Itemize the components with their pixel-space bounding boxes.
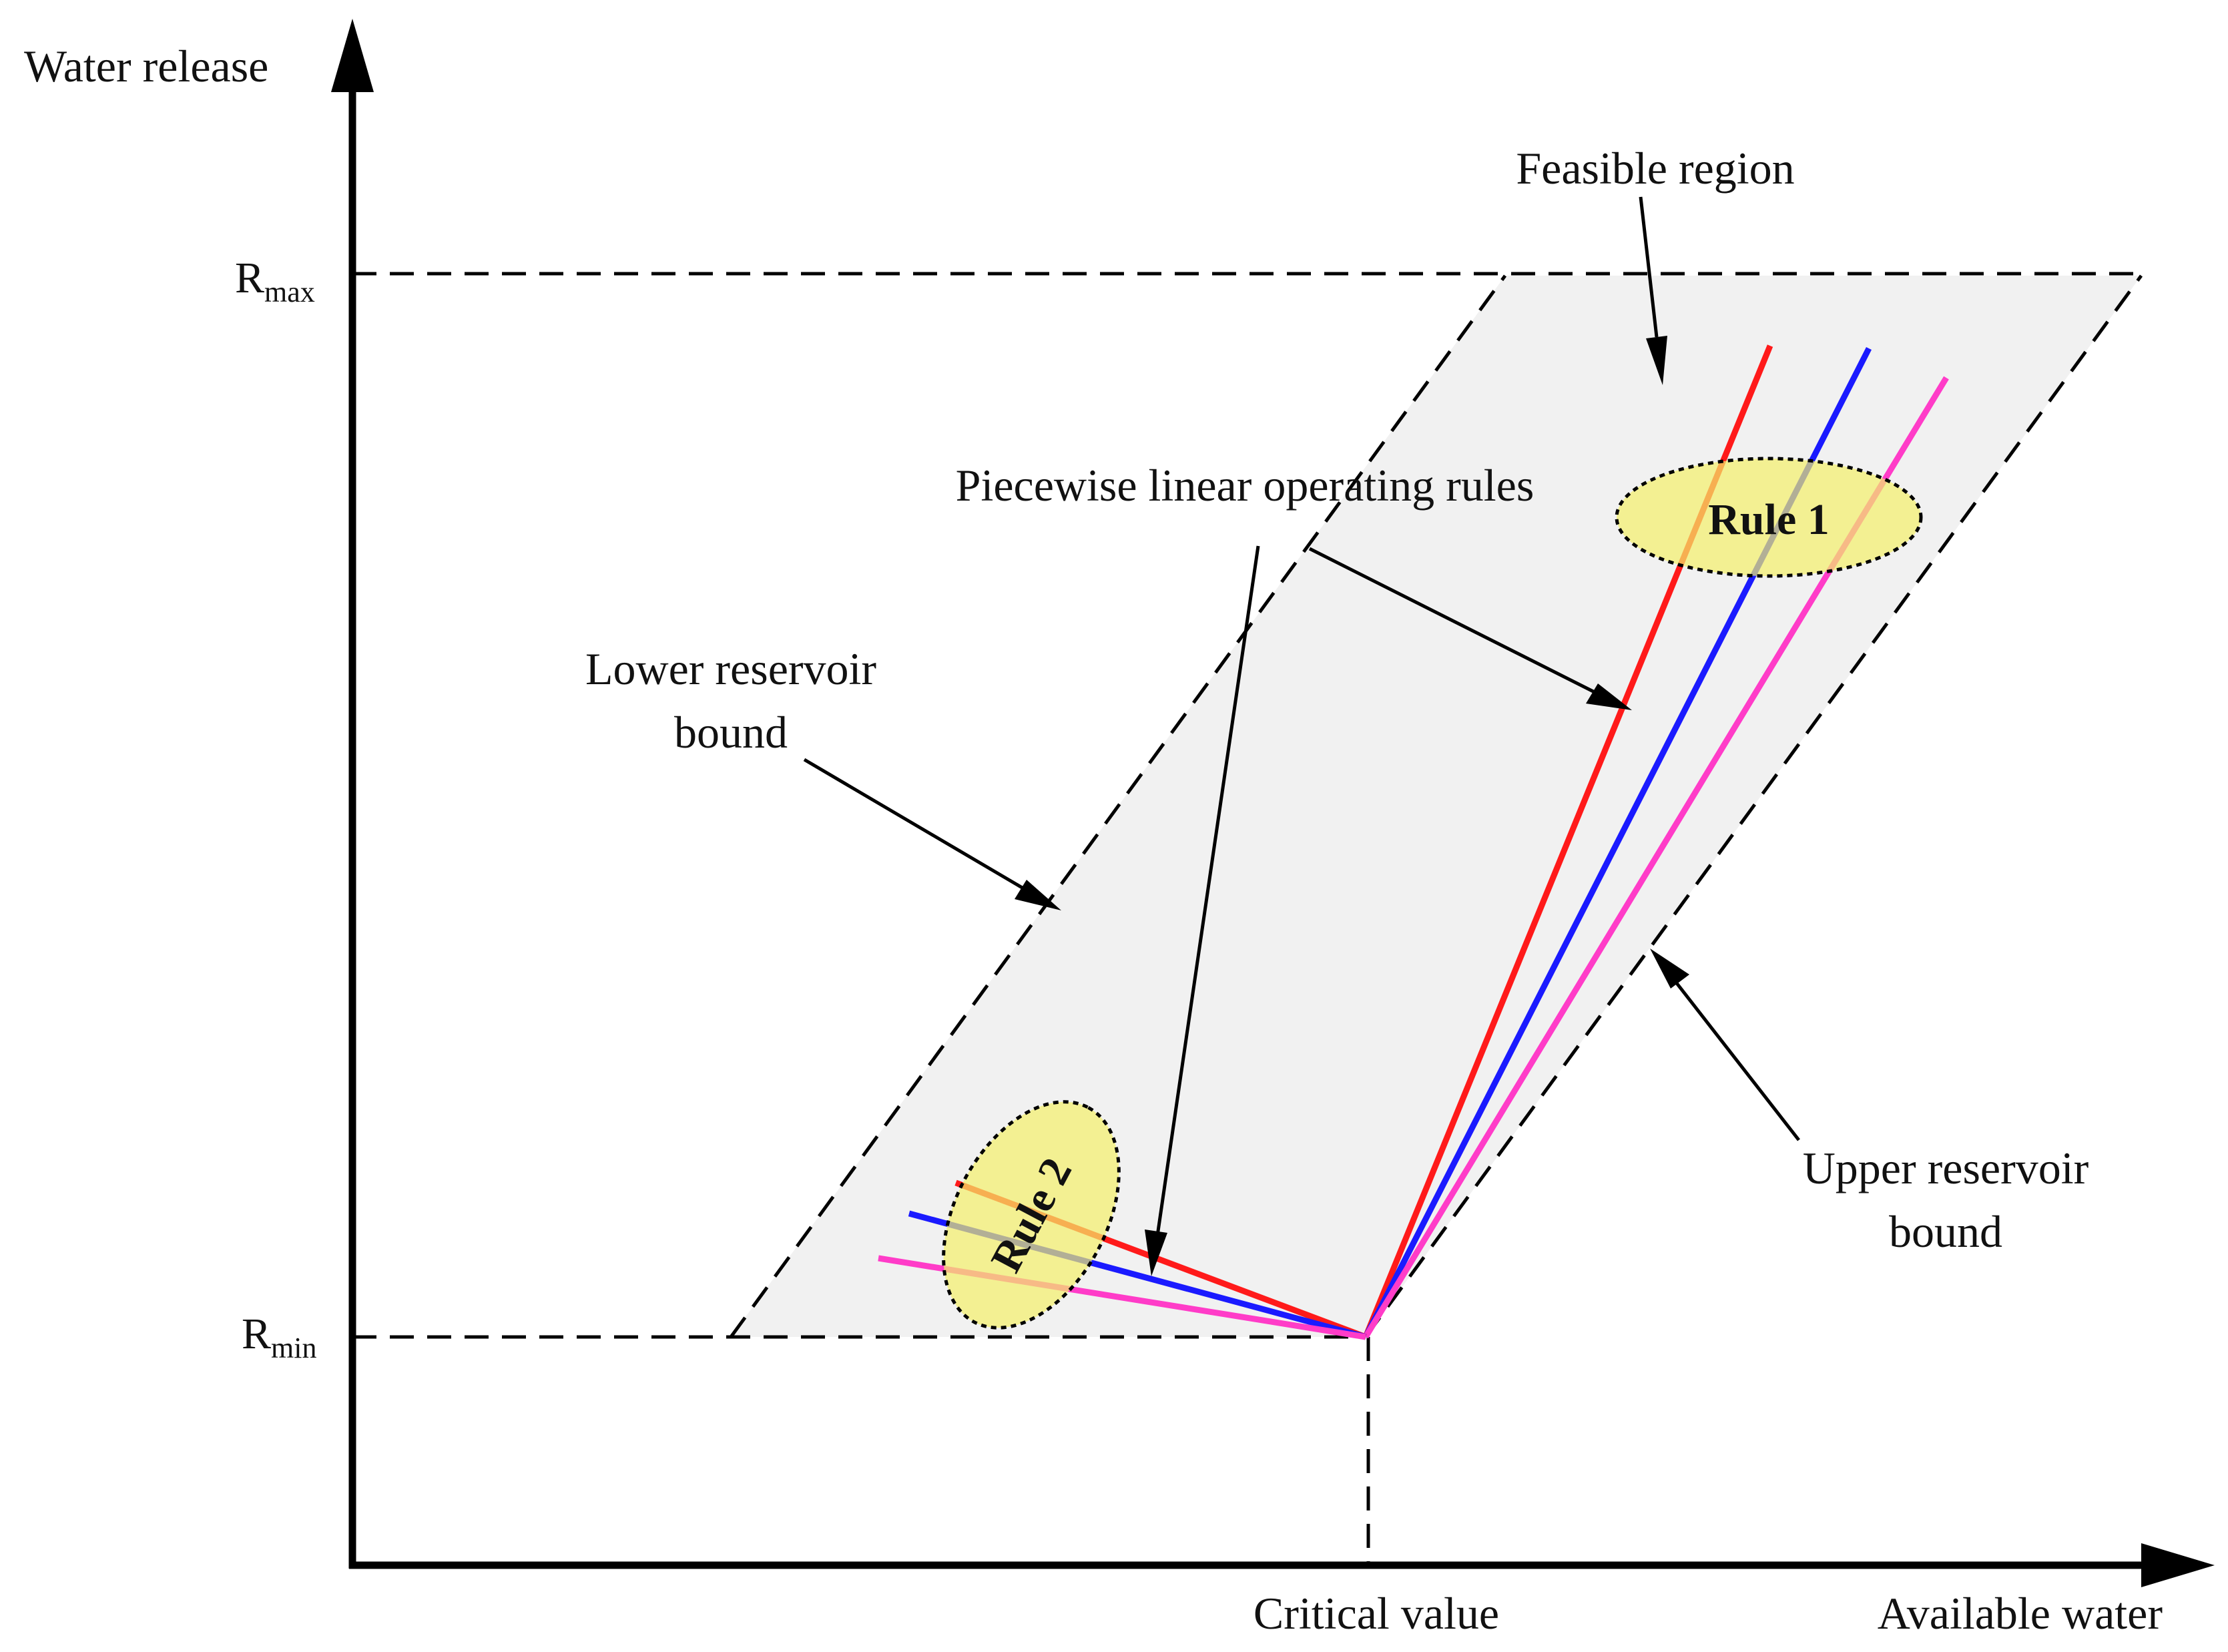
upper-bound-arrowhead — [1650, 948, 1689, 989]
x-axis-arrowhead — [2141, 1543, 2215, 1587]
rmin-label-main: R — [242, 1310, 271, 1358]
rules-arrow-right — [1308, 547, 1607, 700]
rules-arrow-left — [1154, 545, 1260, 1246]
lower-bound-arrow — [803, 758, 1037, 898]
piecewise-rules-label: Piecewise linear operating rules — [956, 460, 1535, 511]
lower-bound-arrowhead — [1015, 880, 1061, 910]
feasible-region-arrow — [1639, 196, 1659, 338]
rmin-label: Rmin — [242, 1310, 316, 1364]
rules-left-arrowhead — [1145, 1229, 1167, 1276]
guide-lines — [352, 272, 2144, 1565]
feasible-region-label: Feasible region — [1516, 143, 1794, 194]
upper-bound-label-line2: bound — [1889, 1206, 2002, 1257]
rmax-label-sub: max — [264, 276, 315, 308]
lower-bound-label-line2: bound — [674, 707, 788, 758]
rule1-ellipse — [1615, 457, 1923, 578]
rule1-label: Rule 1 — [1708, 495, 1830, 544]
rmax-label: Rmax — [235, 254, 315, 308]
rule2-ellipse — [942, 1100, 1121, 1330]
y-axis-title: Water release — [24, 41, 268, 91]
annotation-arrowheads — [1015, 336, 1689, 1276]
annotation-arrows — [803, 196, 1800, 1246]
rmin-label-sub: min — [271, 1332, 316, 1364]
x-axis-title: Available water — [1878, 1588, 2163, 1639]
y-axis-arrowhead — [331, 19, 374, 92]
upper-bound-label-line1: Upper reservoir — [1803, 1143, 2089, 1193]
upper-reservoir-bound-line — [1364, 274, 2143, 1338]
rules-right-arrowhead — [1586, 683, 1632, 710]
rule1-callout: Rule 1 — [1615, 457, 1923, 578]
lower-bound-label-line1: Lower reservoir — [585, 643, 876, 694]
feasible-region-arrowhead — [1646, 336, 1667, 385]
axes — [331, 19, 2215, 1587]
critical-value-label: Critical value — [1254, 1588, 1499, 1639]
rule2-callout: Rule 2 — [942, 1100, 1121, 1330]
rmax-label-main: R — [235, 254, 264, 302]
upper-bound-arrow — [1666, 970, 1800, 1141]
lower-reservoir-bound-line — [729, 274, 1507, 1338]
